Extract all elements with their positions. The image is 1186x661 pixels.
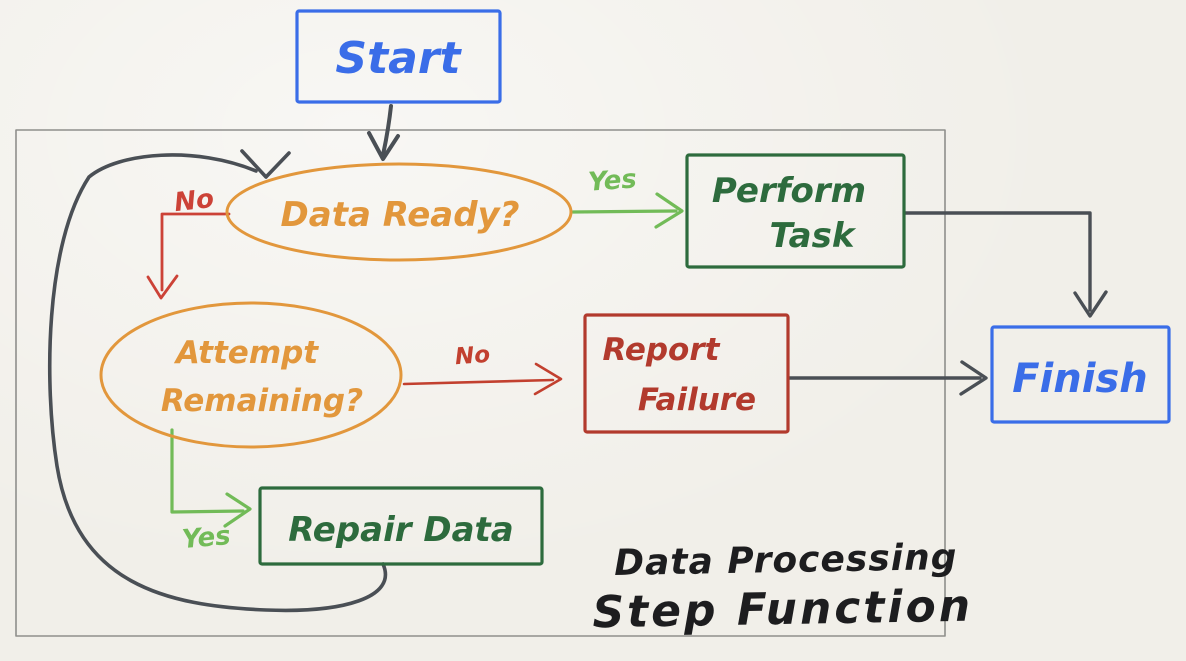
finish-label: Finish xyxy=(1012,356,1148,402)
arrowhead-start xyxy=(367,131,400,161)
edge-dataready-no xyxy=(146,212,231,300)
arrowhead-loop xyxy=(240,149,291,179)
edge-label-yes-bottom: Yes xyxy=(181,521,232,555)
diagram-title-line1: Data Processing xyxy=(614,537,958,584)
node-repair-data-box xyxy=(258,486,544,566)
report-failure-label-line1: Report xyxy=(603,332,721,368)
edge-perform-to-finish xyxy=(903,211,1108,318)
arrowhead-yes-bottom xyxy=(223,492,252,528)
node-attempt-remaining-ellipse xyxy=(99,301,403,449)
node-start-box xyxy=(295,9,502,104)
node-data-ready-ellipse xyxy=(225,162,573,262)
node-report-failure-box xyxy=(583,313,790,434)
repair-data-label: Repair Data xyxy=(288,510,513,550)
perform-task-label-line2: Task xyxy=(770,216,857,256)
edge-report-to-finish xyxy=(787,360,988,396)
arrowhead-no-top xyxy=(146,274,179,300)
node-finish-box xyxy=(990,325,1171,424)
arrowhead-yes-top xyxy=(654,192,684,229)
start-label: Start xyxy=(335,33,462,84)
edge-label-no-top: No xyxy=(173,184,216,218)
edge-attempt-no xyxy=(402,362,563,396)
arrowhead-report-finish xyxy=(959,360,988,396)
edge-dataready-yes xyxy=(571,192,684,229)
data-ready-label: Data Ready? xyxy=(281,195,520,235)
edge-attempt-yes xyxy=(170,428,252,528)
edge-repair-to-dataready-loop xyxy=(47,149,388,613)
perform-task-label-line1: Perform xyxy=(712,171,866,211)
attempt-remaining-label-line2: Remaining? xyxy=(161,383,363,419)
diagram-title-line2: Step Function xyxy=(592,581,973,639)
node-perform-task-box xyxy=(685,153,906,269)
edge-label-yes-top: Yes xyxy=(587,164,638,197)
arrowhead-no-mid xyxy=(533,362,563,396)
arrowhead-perform-finish xyxy=(1073,290,1108,318)
edge-start-to-dataready xyxy=(367,104,400,161)
edge-label-no-mid: No xyxy=(454,342,491,370)
attempt-remaining-label-line1: Attempt xyxy=(173,335,319,371)
container-frame xyxy=(15,129,946,637)
report-failure-label-line2: Failure xyxy=(638,382,756,418)
